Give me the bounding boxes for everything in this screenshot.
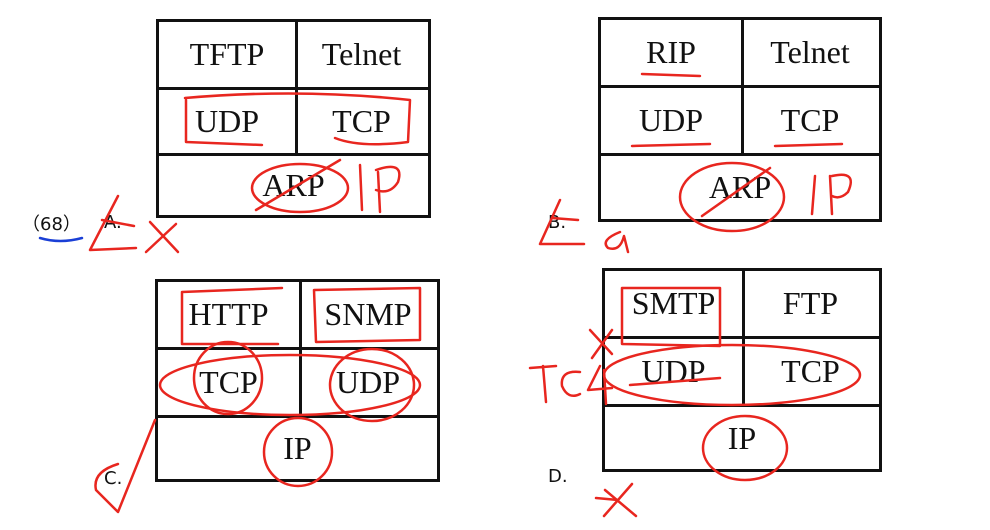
protocol-cell: TFTP	[159, 22, 298, 87]
application-layer-row: SMTP FTP	[605, 271, 879, 339]
ink-alpha-mark	[604, 230, 630, 254]
protocol-cell: TCP	[158, 350, 302, 415]
protocol-cell: HTTP	[158, 282, 302, 347]
protocol-cell: ARP	[262, 167, 325, 203]
application-layer-row: TFTP Telnet	[159, 22, 428, 90]
transport-layer-row: UDP TCP	[159, 90, 428, 156]
question-number: （68）	[22, 214, 81, 235]
option-d-label: D.	[548, 466, 568, 487]
ink-dash-mark	[594, 496, 620, 502]
protocol-cell: UDP	[605, 339, 745, 404]
protocol-cell: Telnet	[321, 36, 402, 72]
protocol-cell: IP	[283, 430, 312, 466]
option-c-protocol-stack: HTTP SNMP TCP UDP IP	[155, 279, 440, 482]
network-layer-row: IP	[158, 418, 437, 479]
protocol-cell: SMTP	[605, 271, 745, 336]
transport-layer-row: UDP TCP	[601, 88, 879, 156]
option-b-protocol-stack: RIP Telnet UDP TCP ARP	[598, 17, 882, 222]
protocol-cell: Telnet	[770, 34, 850, 70]
protocol-cell: TCP	[780, 102, 840, 138]
protocol-cell: ARP	[708, 169, 772, 205]
protocol-cell: TCP	[781, 353, 840, 389]
protocol-cell: UDP	[159, 90, 298, 153]
protocol-cell: FTP	[782, 285, 839, 321]
ink-check-mark	[94, 418, 157, 514]
network-layer-row: IP	[605, 407, 879, 469]
ink-x-mark	[144, 220, 180, 254]
ink-letters-mark	[528, 364, 614, 406]
network-layer-row: ARP	[159, 156, 428, 215]
application-layer-row: RIP Telnet	[601, 20, 879, 88]
application-layer-row: HTTP SNMP	[158, 282, 437, 350]
protocol-cell: TCP	[332, 103, 391, 139]
protocol-cell: RIP	[601, 20, 744, 85]
option-a-label: A.	[104, 212, 122, 233]
protocol-cell: IP	[727, 419, 757, 456]
option-c-label: C.	[104, 468, 123, 489]
transport-layer-row: UDP TCP	[605, 339, 879, 407]
ink-x-mark	[602, 482, 638, 518]
ink-blue-underline-mark	[38, 236, 84, 243]
protocol-cell: UDP	[335, 364, 400, 400]
option-d-protocol-stack: SMTP FTP UDP TCP IP	[602, 268, 882, 472]
protocol-cell: UDP	[601, 88, 744, 153]
transport-layer-row: TCP UDP	[158, 350, 437, 418]
network-layer-row: ARP	[601, 156, 879, 219]
option-a-protocol-stack: TFTP Telnet UDP TCP ARP	[156, 19, 431, 218]
protocol-cell: SNMP	[324, 296, 412, 332]
option-b-label: B.	[548, 212, 567, 233]
